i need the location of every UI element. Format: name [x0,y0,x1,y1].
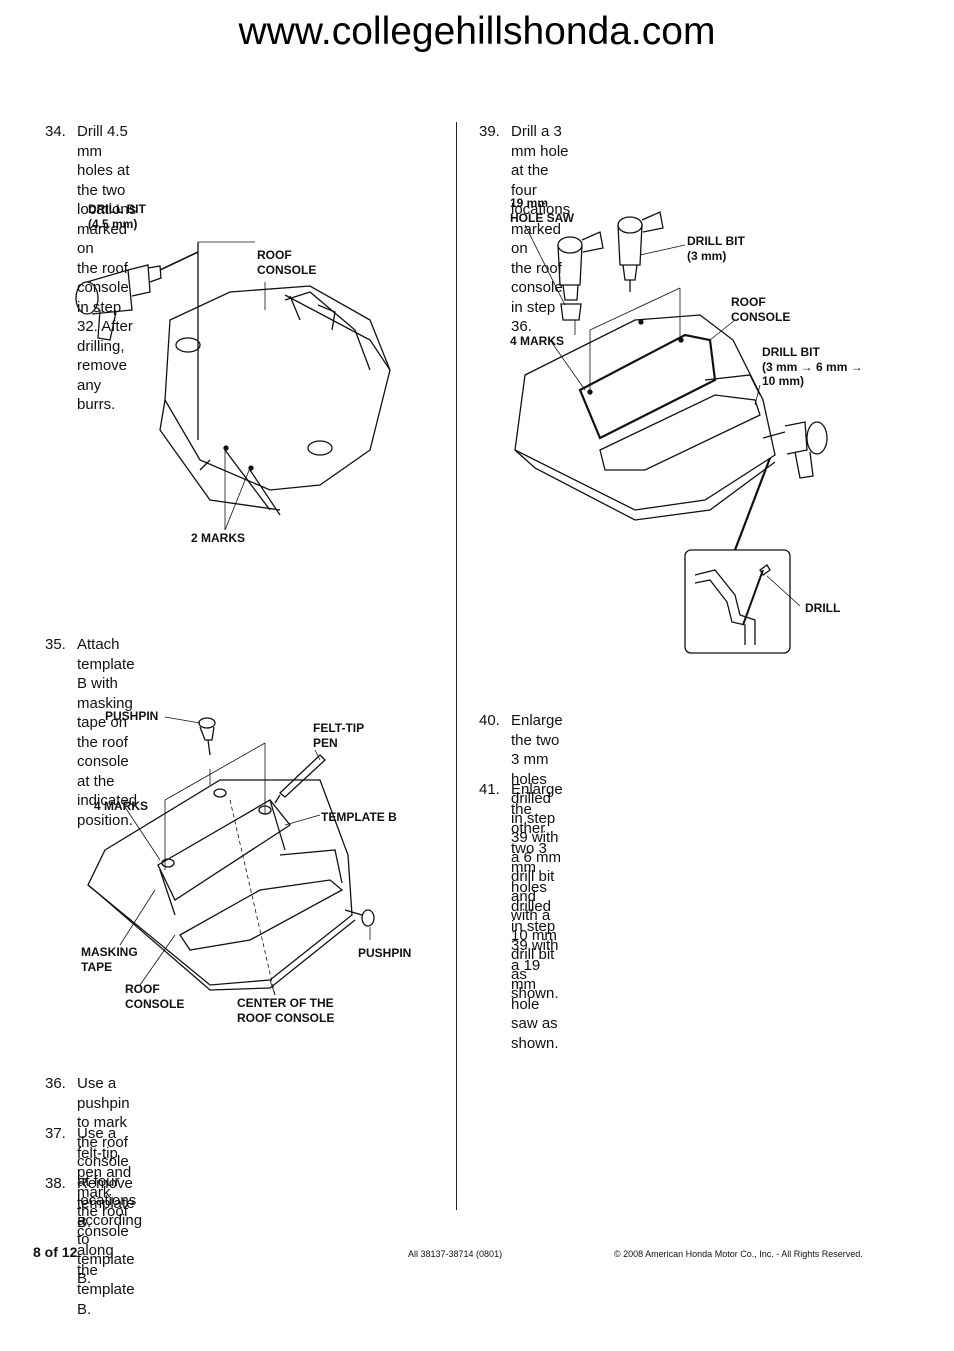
step-line: the roof console in step 36. [511,259,563,336]
step-line: Drill a 3 mm hole at the four locations … [511,123,571,257]
label-roof-console: ROOF CONSOLE [731,295,791,324]
label-2-marks: 2 MARKS [191,531,246,545]
figure-drilling-holes [505,200,845,660]
step-number: 37. [45,1125,66,1142]
document-code: All 38137-38714 (0801) [408,1249,503,1259]
label-drill: DRILL [805,601,841,615]
step-number: 36. [45,1075,66,1092]
step-line: Enlarge the two 3 mm holes drilled in st… [511,712,563,846]
label-roof-console: ROOF CONSOLE [125,982,185,1011]
felt-tip-pen-icon [274,754,326,804]
label-pushpin: PUSHPIN [358,946,412,960]
step-line: 39 with a 19 mm hole saw as shown. [511,937,559,1052]
copyright: © 2008 American Honda Motor Co., Inc. - … [614,1249,863,1259]
step-number: 34. [45,123,66,140]
label-masking-tape: MASKING TAPE [81,945,138,974]
step-number: 40. [479,712,500,729]
step-line: the roof console in step 32. After drill… [77,259,133,375]
label-drill-bit-3mm: DRILL BIT (3 mm) [687,234,745,263]
step-line: console at the indicated position. [77,753,138,829]
label-center-roof-console: CENTER OF THE ROOF CONSOLE [237,996,335,1025]
step-line: the template B. [77,1261,135,1318]
drill-icon [762,421,828,479]
step-number: 39. [479,123,500,140]
column-divider [456,122,457,1210]
step-line: shown. [511,985,559,1002]
step-line: Drill 4.5 mm holes at the two locations … [77,123,137,257]
label-drill-bit-multi: DRILL BIT (3 mm → 6 mm → 10 mm) [762,345,863,388]
step-number: 35. [45,636,66,653]
label-pushpin: PUSHPIN [105,709,159,723]
label-4-marks: 4 MARKS [510,334,565,348]
pushpin-icon [198,717,216,756]
step-line: Use a felt-tip pen and mark the roof con… [77,1125,132,1259]
step-line: any burrs. [77,376,116,414]
step-line: Remove template B. [77,1175,135,1231]
figure-template-b [80,705,410,1005]
hole-saw-icon [557,231,604,321]
step-line: Enlarge the other two 3 mm holes drilled… [511,781,563,935]
label-4-marks: 4 MARKS [94,799,149,813]
drill-icon [75,251,199,341]
page-number: 8 of 12 [33,1244,78,1260]
drill-icon [617,211,664,292]
label-roof-console: ROOF CONSOLE [257,248,317,277]
figure-drill-roof-console [70,200,400,550]
step-number: 38. [45,1175,66,1192]
step-line: locations according to template B. [77,1192,143,1287]
pushpin-icon [344,909,375,927]
label-felt-tip-pen: FELT-TIP PEN [313,721,365,750]
label-drill-bit: DRILL BIT (4.5 mm) [88,202,146,231]
step-line: a 6 mm drill bit and with a 10 mm drill … [511,848,562,983]
step-line: Use a pushpin to mark the roof console a… [77,1075,130,1190]
label-hole-saw: 19 mm HOLE SAW [510,196,575,225]
step-number: 41. [479,781,500,798]
step-line: Attach template B with masking tape on t… [77,636,135,751]
site-url[interactable]: www.collegehillshonda.com [238,10,716,53]
label-template-b: TEMPLATE B [321,810,397,824]
